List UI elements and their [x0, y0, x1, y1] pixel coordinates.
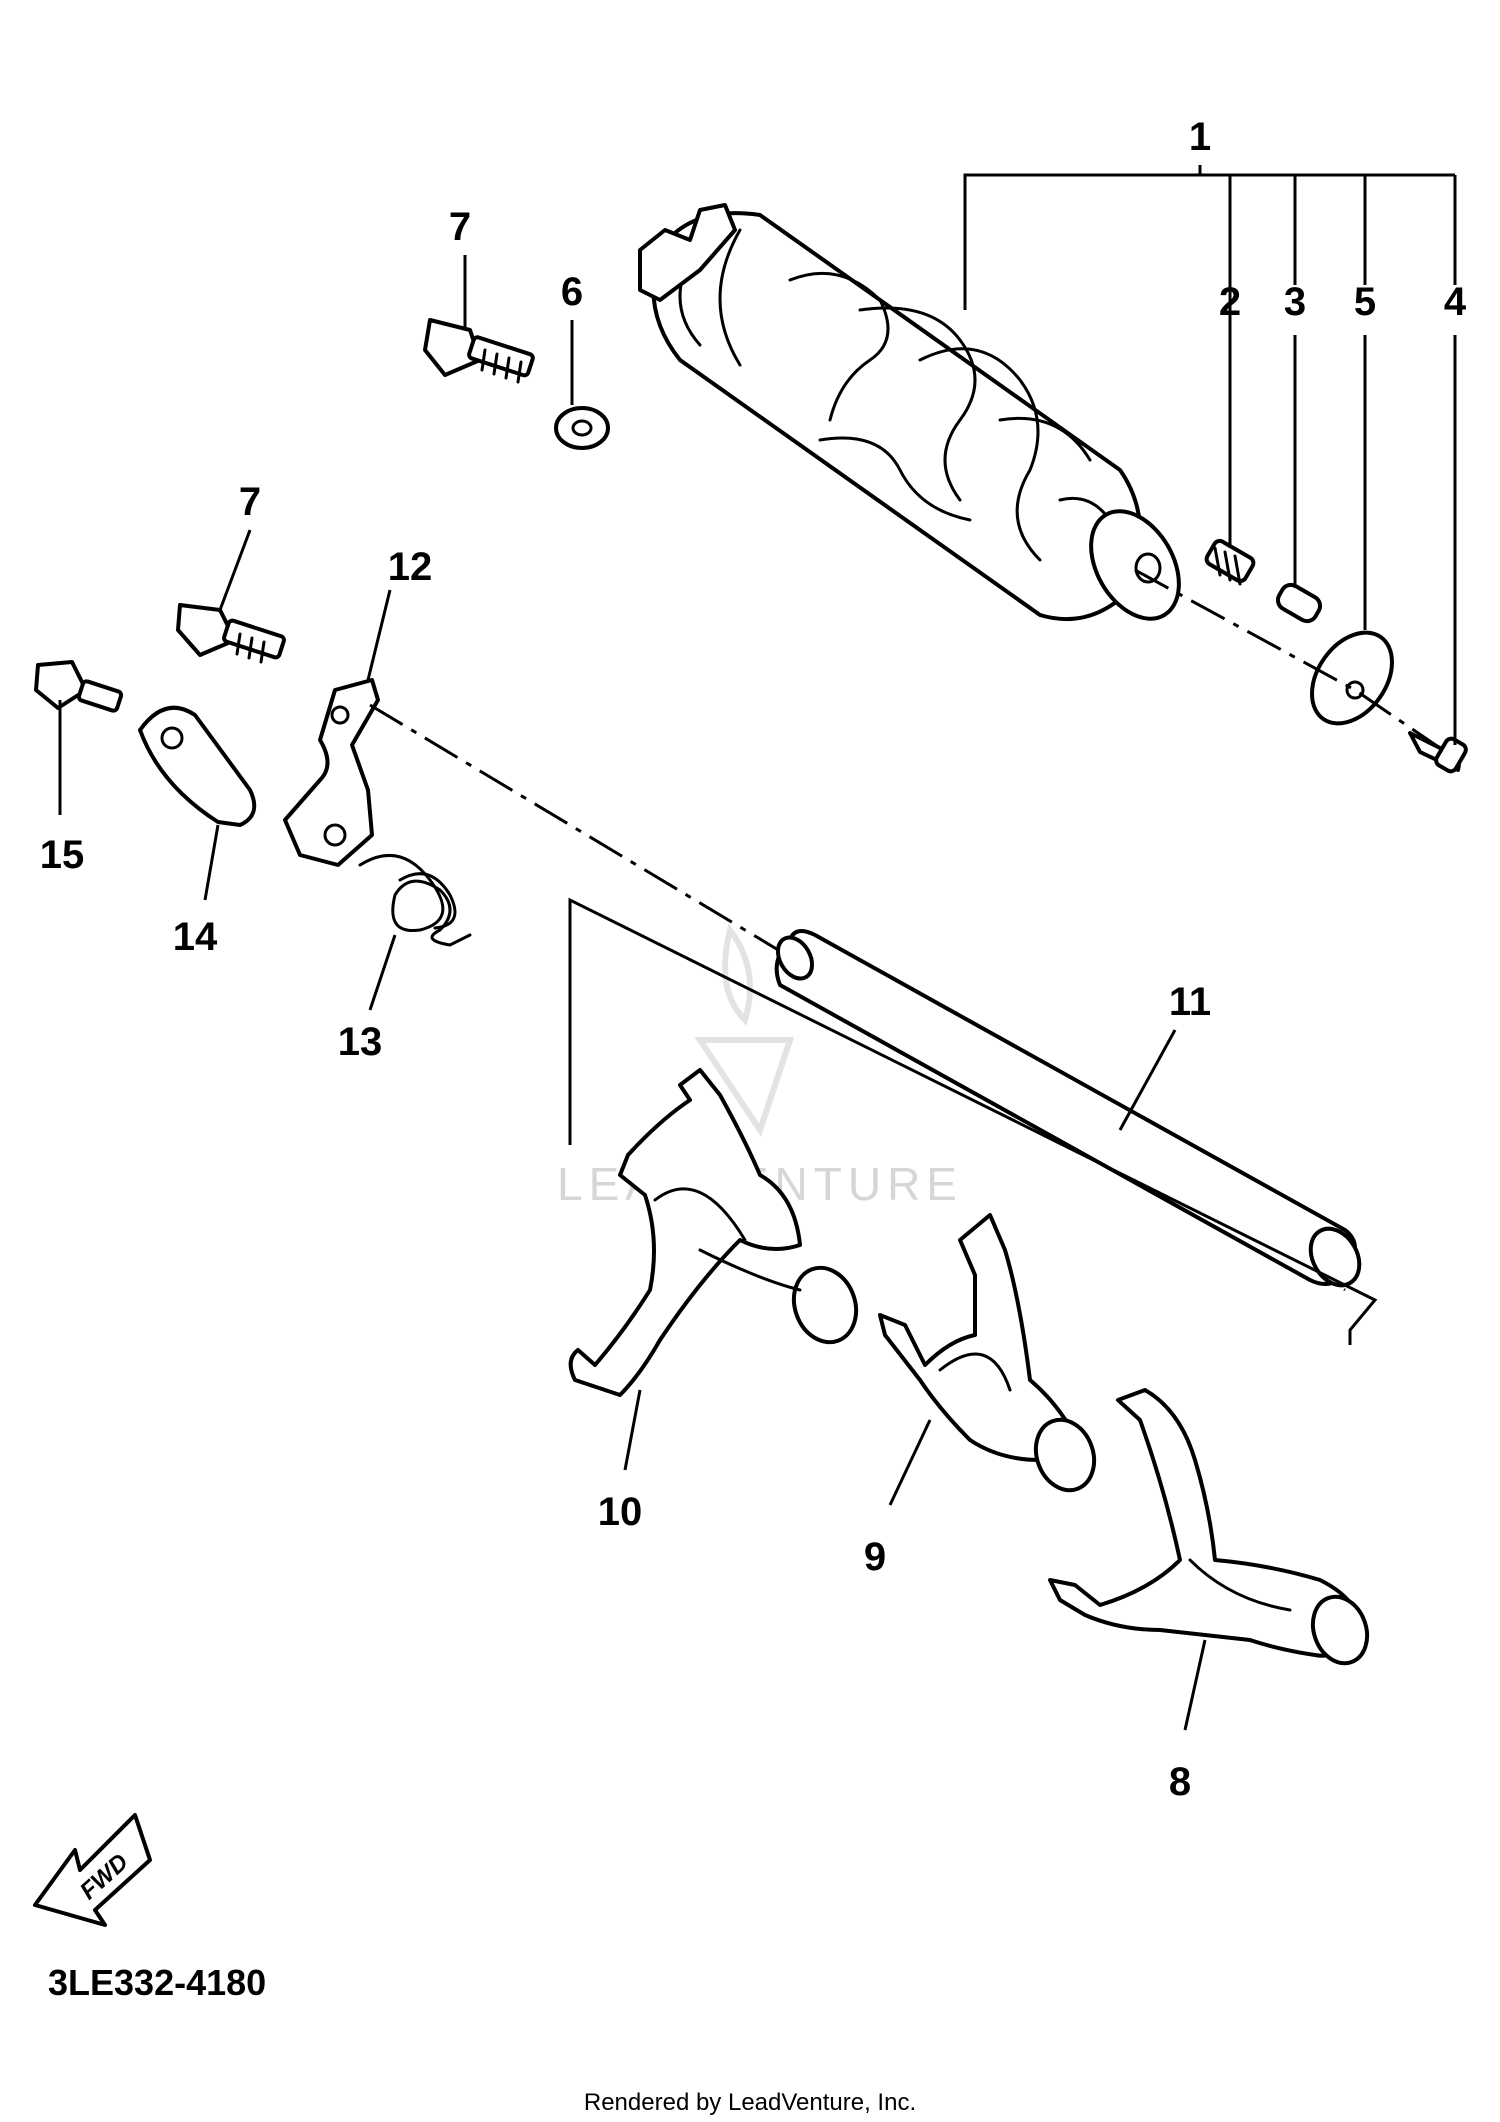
callout-1[interactable]: 1: [1189, 115, 1211, 159]
leader-lines: [58, 165, 1457, 1731]
callout-6[interactable]: 6: [561, 270, 583, 314]
segment-plate[interactable]: [1295, 618, 1408, 739]
shift-fork-10[interactable]: [568, 1068, 867, 1397]
bolt-lower[interactable]: [176, 603, 286, 664]
segment-screw[interactable]: [1408, 731, 1468, 774]
bolt-upper[interactable]: [423, 318, 535, 384]
callout-14[interactable]: 14: [173, 915, 218, 959]
fork-group-bracket: [568, 897, 1378, 1345]
forward-direction-badge: FWD: [33, 1813, 152, 1927]
callout-7-lower[interactable]: 7: [239, 480, 261, 524]
callout-7-upper[interactable]: 7: [449, 205, 471, 249]
callouts: 1 2 3 5 4 6 7 7 12 15 14 13 11 10 9 8: [40, 115, 1467, 1804]
render-credit-footer: Rendered by LeadVenture, Inc.: [584, 2089, 916, 2116]
detent-pin[interactable]: [1274, 581, 1323, 625]
forward-arrow-icon: [33, 1813, 152, 1927]
washer[interactable]: [554, 406, 610, 450]
axis-line-drum: [1134, 568, 1441, 750]
shift-fork-guide-bar[interactable]: [771, 929, 1369, 1294]
watermark: LEADVENTURE: [557, 923, 957, 1210]
callout-15[interactable]: 15: [40, 833, 85, 877]
callout-3[interactable]: 3: [1284, 280, 1306, 324]
diagram-reference-code: 3LE332-4180: [48, 1962, 266, 2003]
callout-4[interactable]: 4: [1444, 280, 1467, 324]
callout-2[interactable]: 2: [1219, 280, 1241, 324]
bolt-stopper[interactable]: [34, 660, 124, 713]
stopper-plate[interactable]: [283, 678, 380, 867]
shift-fork-9[interactable]: [878, 1213, 1104, 1498]
stopper-lever[interactable]: [138, 705, 257, 827]
callout-11[interactable]: 11: [1169, 980, 1211, 1024]
shift-drum[interactable]: [638, 203, 1197, 634]
callout-5[interactable]: 5: [1354, 280, 1376, 324]
detent-spring[interactable]: [1204, 538, 1256, 586]
torsion-spring[interactable]: [358, 853, 472, 947]
callout-8[interactable]: 8: [1169, 1760, 1191, 1804]
callout-13[interactable]: 13: [338, 1020, 383, 1064]
callout-9[interactable]: 9: [864, 1535, 886, 1579]
callout-10[interactable]: 10: [598, 1490, 643, 1534]
shift-fork-8[interactable]: [1048, 1388, 1376, 1671]
callout-12[interactable]: 12: [388, 545, 433, 589]
watermark-logo-mark: [694, 923, 795, 1137]
